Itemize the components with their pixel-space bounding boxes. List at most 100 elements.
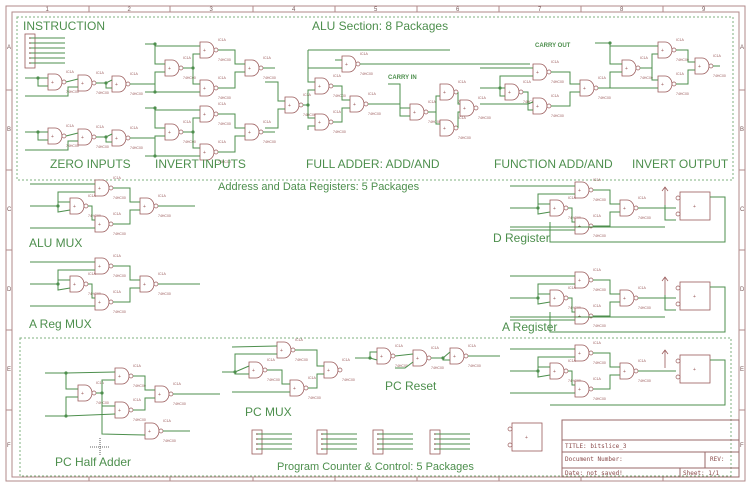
wire (664, 205, 676, 221)
wire (355, 357, 378, 361)
svg-text:+: + (553, 296, 556, 302)
wire (145, 43, 200, 47)
svg-text:IC1A: IC1A (431, 346, 439, 350)
connector-header (251, 429, 292, 455)
wire (394, 353, 414, 357)
nand-gate: + IC1A 74HC00 (657, 72, 689, 96)
svg-text:74HC00: 74HC00 (88, 292, 101, 296)
svg-text:IC1A: IC1A (218, 140, 226, 144)
junction-dot (536, 296, 540, 300)
frame-ruler-lines (6, 6, 745, 481)
svg-text:IC1A: IC1A (638, 196, 646, 200)
wire (133, 397, 155, 411)
svg-text:IC1A: IC1A (158, 194, 166, 198)
connector-header (316, 429, 357, 455)
wire (154, 135, 165, 156)
svg-text:74HC00: 74HC00 (96, 91, 109, 95)
wire (435, 112, 440, 125)
svg-text:74HC00: 74HC00 (263, 76, 276, 80)
svg-text:+: + (661, 82, 664, 88)
ruler-column-6: 6 (456, 7, 460, 13)
svg-text:74HC00: 74HC00 (568, 379, 581, 383)
wire (113, 187, 140, 203)
svg-text:+: + (553, 206, 556, 212)
svg-text:74HC00: 74HC00 (640, 76, 653, 80)
ruler-row-A-right: A (740, 45, 745, 51)
svg-text:IC1A: IC1A (713, 54, 721, 58)
svg-text:74HC00: 74HC00 (551, 114, 564, 118)
wire (88, 283, 95, 299)
svg-text:+: + (118, 374, 121, 380)
svg-text:IC1A: IC1A (333, 110, 341, 114)
svg-text:IC1A: IC1A (551, 94, 559, 98)
wire (369, 351, 377, 358)
alu-section-border (16, 16, 734, 181)
svg-text:+: + (413, 110, 416, 116)
title-block-rev: REV: (710, 456, 725, 463)
wire (593, 374, 620, 390)
wire (549, 286, 726, 333)
svg-text:+: + (118, 408, 121, 414)
ruler-row-E-right: E (740, 367, 745, 373)
wire (65, 132, 79, 137)
wire (457, 111, 460, 128)
svg-text:IC1A: IC1A (568, 286, 576, 290)
svg-text:74HC00: 74HC00 (468, 364, 481, 368)
svg-text:IC1A: IC1A (96, 381, 104, 385)
svg-text:IC1A: IC1A (66, 70, 74, 74)
wire (510, 203, 550, 209)
flip-flop: + (675, 354, 711, 384)
svg-text:74HC00: 74HC00 (342, 378, 355, 382)
ruler-column-2: 2 (127, 7, 131, 13)
svg-text:74HC00: 74HC00 (183, 140, 196, 144)
wire (218, 49, 245, 65)
flip-flop: + (507, 422, 543, 452)
svg-text:+: + (693, 367, 696, 373)
wire (96, 133, 113, 138)
svg-text:+: + (453, 354, 456, 360)
svg-text:74HC00: 74HC00 (593, 288, 606, 292)
svg-text:+: + (203, 112, 206, 118)
svg-text:IC1A: IC1A (568, 196, 576, 200)
junction-dot (306, 103, 310, 107)
svg-text:+: + (143, 204, 146, 210)
svg-text:IC1A: IC1A (368, 92, 376, 96)
svg-text:+: + (288, 103, 291, 109)
wire (510, 366, 550, 372)
svg-text:74HC00: 74HC00 (303, 113, 316, 117)
svg-text:+: + (327, 368, 330, 374)
flip-flop: + (675, 281, 711, 311)
wire (307, 125, 315, 130)
svg-text:IC1A: IC1A (130, 72, 138, 76)
label-d-register: D Register (493, 231, 550, 245)
wire (609, 43, 622, 65)
svg-text:74HC00: 74HC00 (593, 234, 606, 238)
vcc-symbol (661, 186, 669, 205)
svg-text:74HC00: 74HC00 (676, 92, 689, 96)
junction-dot (536, 206, 540, 210)
label-pc-reset: PC Reset (385, 379, 437, 393)
wire (88, 205, 95, 221)
ruler-row-D-right: D (740, 287, 745, 293)
svg-text:+: + (168, 130, 171, 136)
wire (431, 351, 451, 359)
svg-text:+: + (293, 386, 296, 392)
ruler-row-A-left: A (7, 45, 12, 51)
svg-text:IC1A: IC1A (676, 72, 684, 76)
